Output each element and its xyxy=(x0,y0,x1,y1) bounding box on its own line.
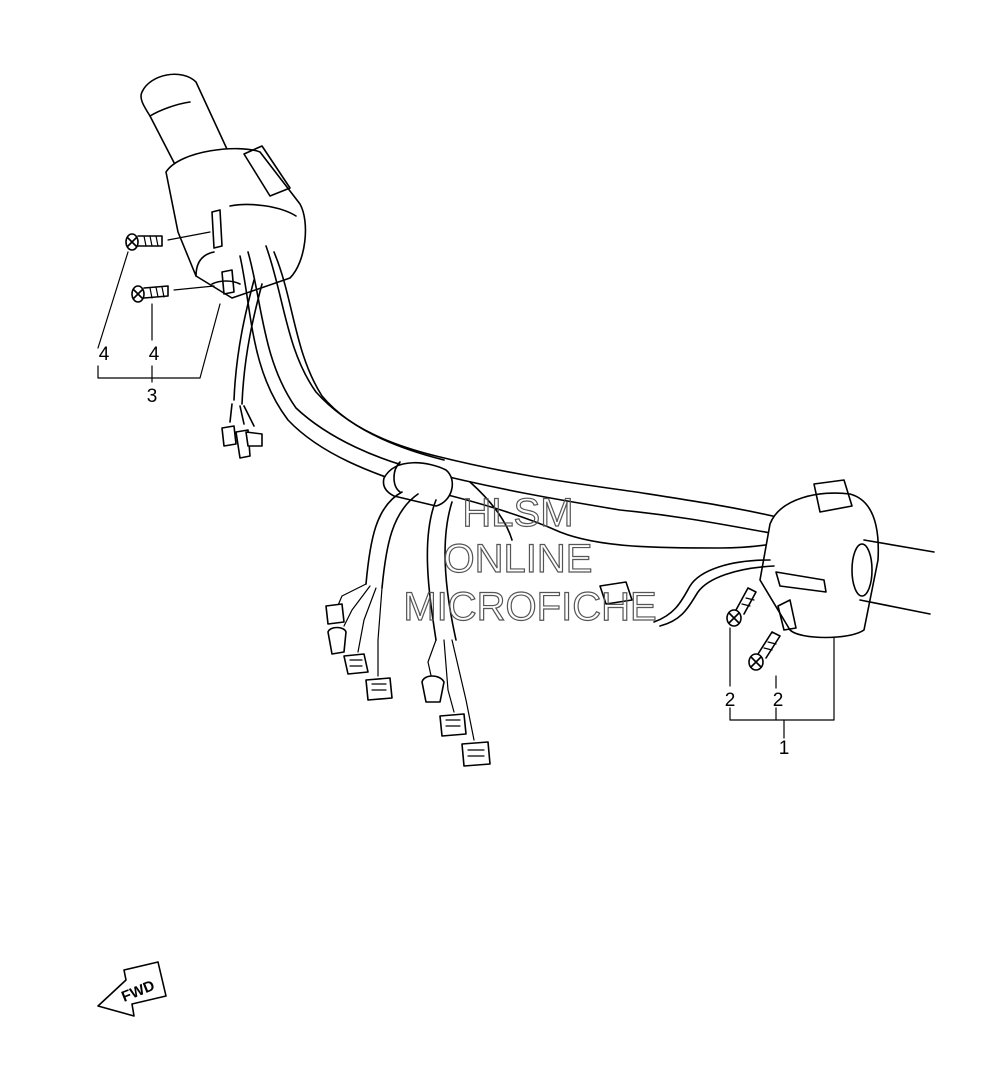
callout-leaders xyxy=(97,251,835,739)
watermark-line-3: MICROFICHE xyxy=(403,585,656,629)
watermark-line-1: HLSM xyxy=(462,491,573,535)
forward-direction-arrow: FWD xyxy=(97,961,167,1017)
callout-1: 1 xyxy=(779,738,790,759)
left-lead-wires xyxy=(221,279,263,459)
callout-4a: 4 xyxy=(99,344,110,365)
left-screw-upper xyxy=(125,231,211,251)
right-screw-lower xyxy=(748,631,781,671)
left-screw-lower xyxy=(131,285,215,303)
connector-group-left xyxy=(325,603,491,767)
right-handlebar-switch xyxy=(599,479,935,639)
callout-4b: 4 xyxy=(149,344,160,365)
callout-2a: 2 xyxy=(725,690,736,711)
callout-3: 3 xyxy=(147,386,158,407)
watermark: HLSM ONLINE MICROFICHE xyxy=(403,490,658,629)
watermark-line-2: ONLINE xyxy=(444,537,593,581)
right-screw-upper xyxy=(726,587,757,627)
left-handlebar-switch xyxy=(140,73,307,299)
branch-harness-left xyxy=(335,491,475,741)
callout-2b: 2 xyxy=(773,690,784,711)
main-wire-harness xyxy=(239,245,791,549)
callout-labels: 4 4 3 2 2 1 xyxy=(99,344,790,759)
